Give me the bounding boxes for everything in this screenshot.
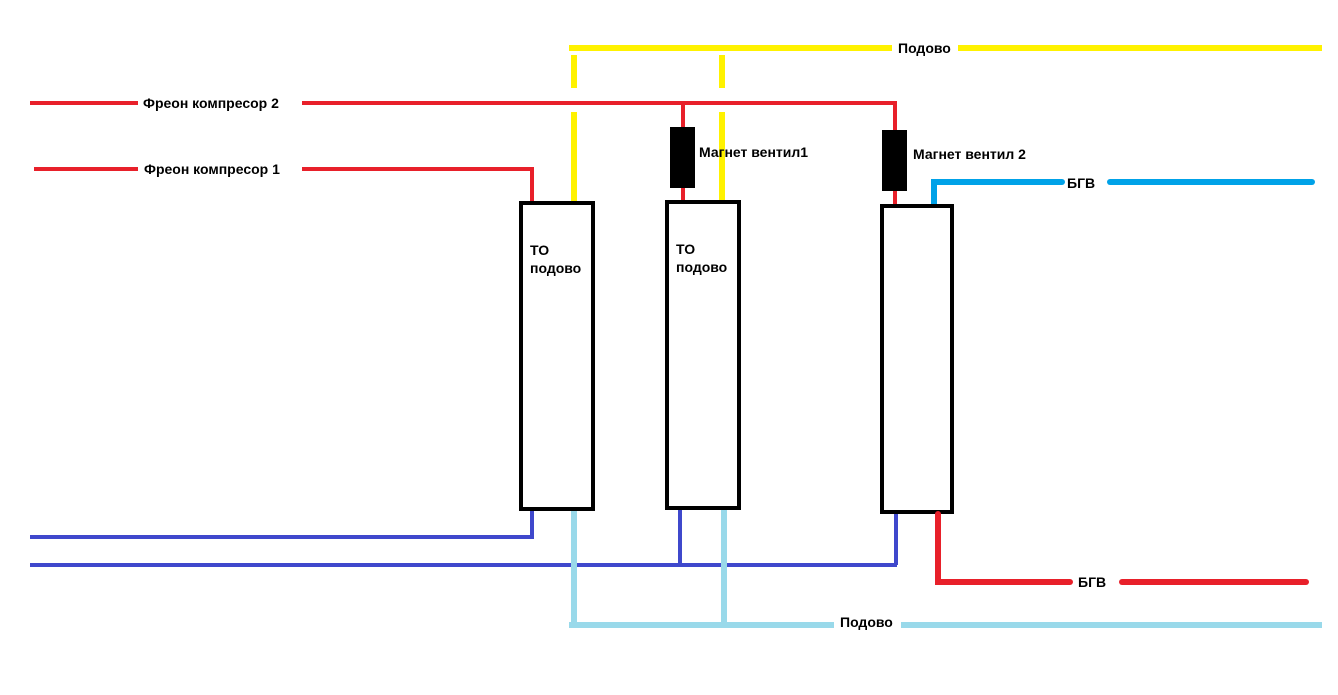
return-line-1 — [30, 511, 534, 539]
heat-exchanger-2 — [665, 200, 741, 510]
bgv-hot-label: БГВ — [1078, 574, 1106, 590]
heat-exchanger-3 — [880, 204, 954, 514]
freon-compressor-1-pipes — [34, 167, 534, 202]
heat-exchanger-2-title: ТО — [676, 241, 695, 257]
heat-exchanger-1-subtitle: подово — [530, 260, 581, 276]
heat-exchanger-1-title: ТО — [530, 242, 549, 258]
bgv-hot-pipes — [935, 511, 1309, 585]
bgv-cold-label: БГВ — [1067, 175, 1095, 191]
magnet-valve-2-label: Магнет вентил 2 — [913, 146, 1026, 162]
heat-exchangers — [519, 200, 954, 514]
freon-compressor-1-label: Фреон компресор 1 — [144, 161, 280, 177]
magnet-valve-1 — [670, 127, 695, 188]
bgv-hot-outlet — [935, 511, 1073, 585]
magnet-valve-2 — [882, 130, 907, 191]
bgv-cold-inlet — [931, 179, 1065, 209]
podovo-return-pipes — [569, 510, 1322, 628]
compressor-return-pipes — [30, 510, 898, 567]
heat-exchanger-2-subtitle: подово — [676, 259, 727, 275]
podovo-supply-label: Подово — [898, 40, 951, 56]
freon-1-main — [302, 167, 534, 202]
heat-exchanger-1 — [519, 201, 595, 511]
freon-compressor-2-pipes — [30, 101, 897, 206]
freon-compressor-2-label: Фреон компресор 2 — [143, 95, 279, 111]
bgv-cold-pipes — [931, 179, 1315, 209]
magnet-valve-1-label: Магнет вентил1 — [699, 144, 808, 160]
podovo-supply-pipes — [569, 45, 1322, 202]
podovo-return-label: Подово — [840, 614, 893, 630]
